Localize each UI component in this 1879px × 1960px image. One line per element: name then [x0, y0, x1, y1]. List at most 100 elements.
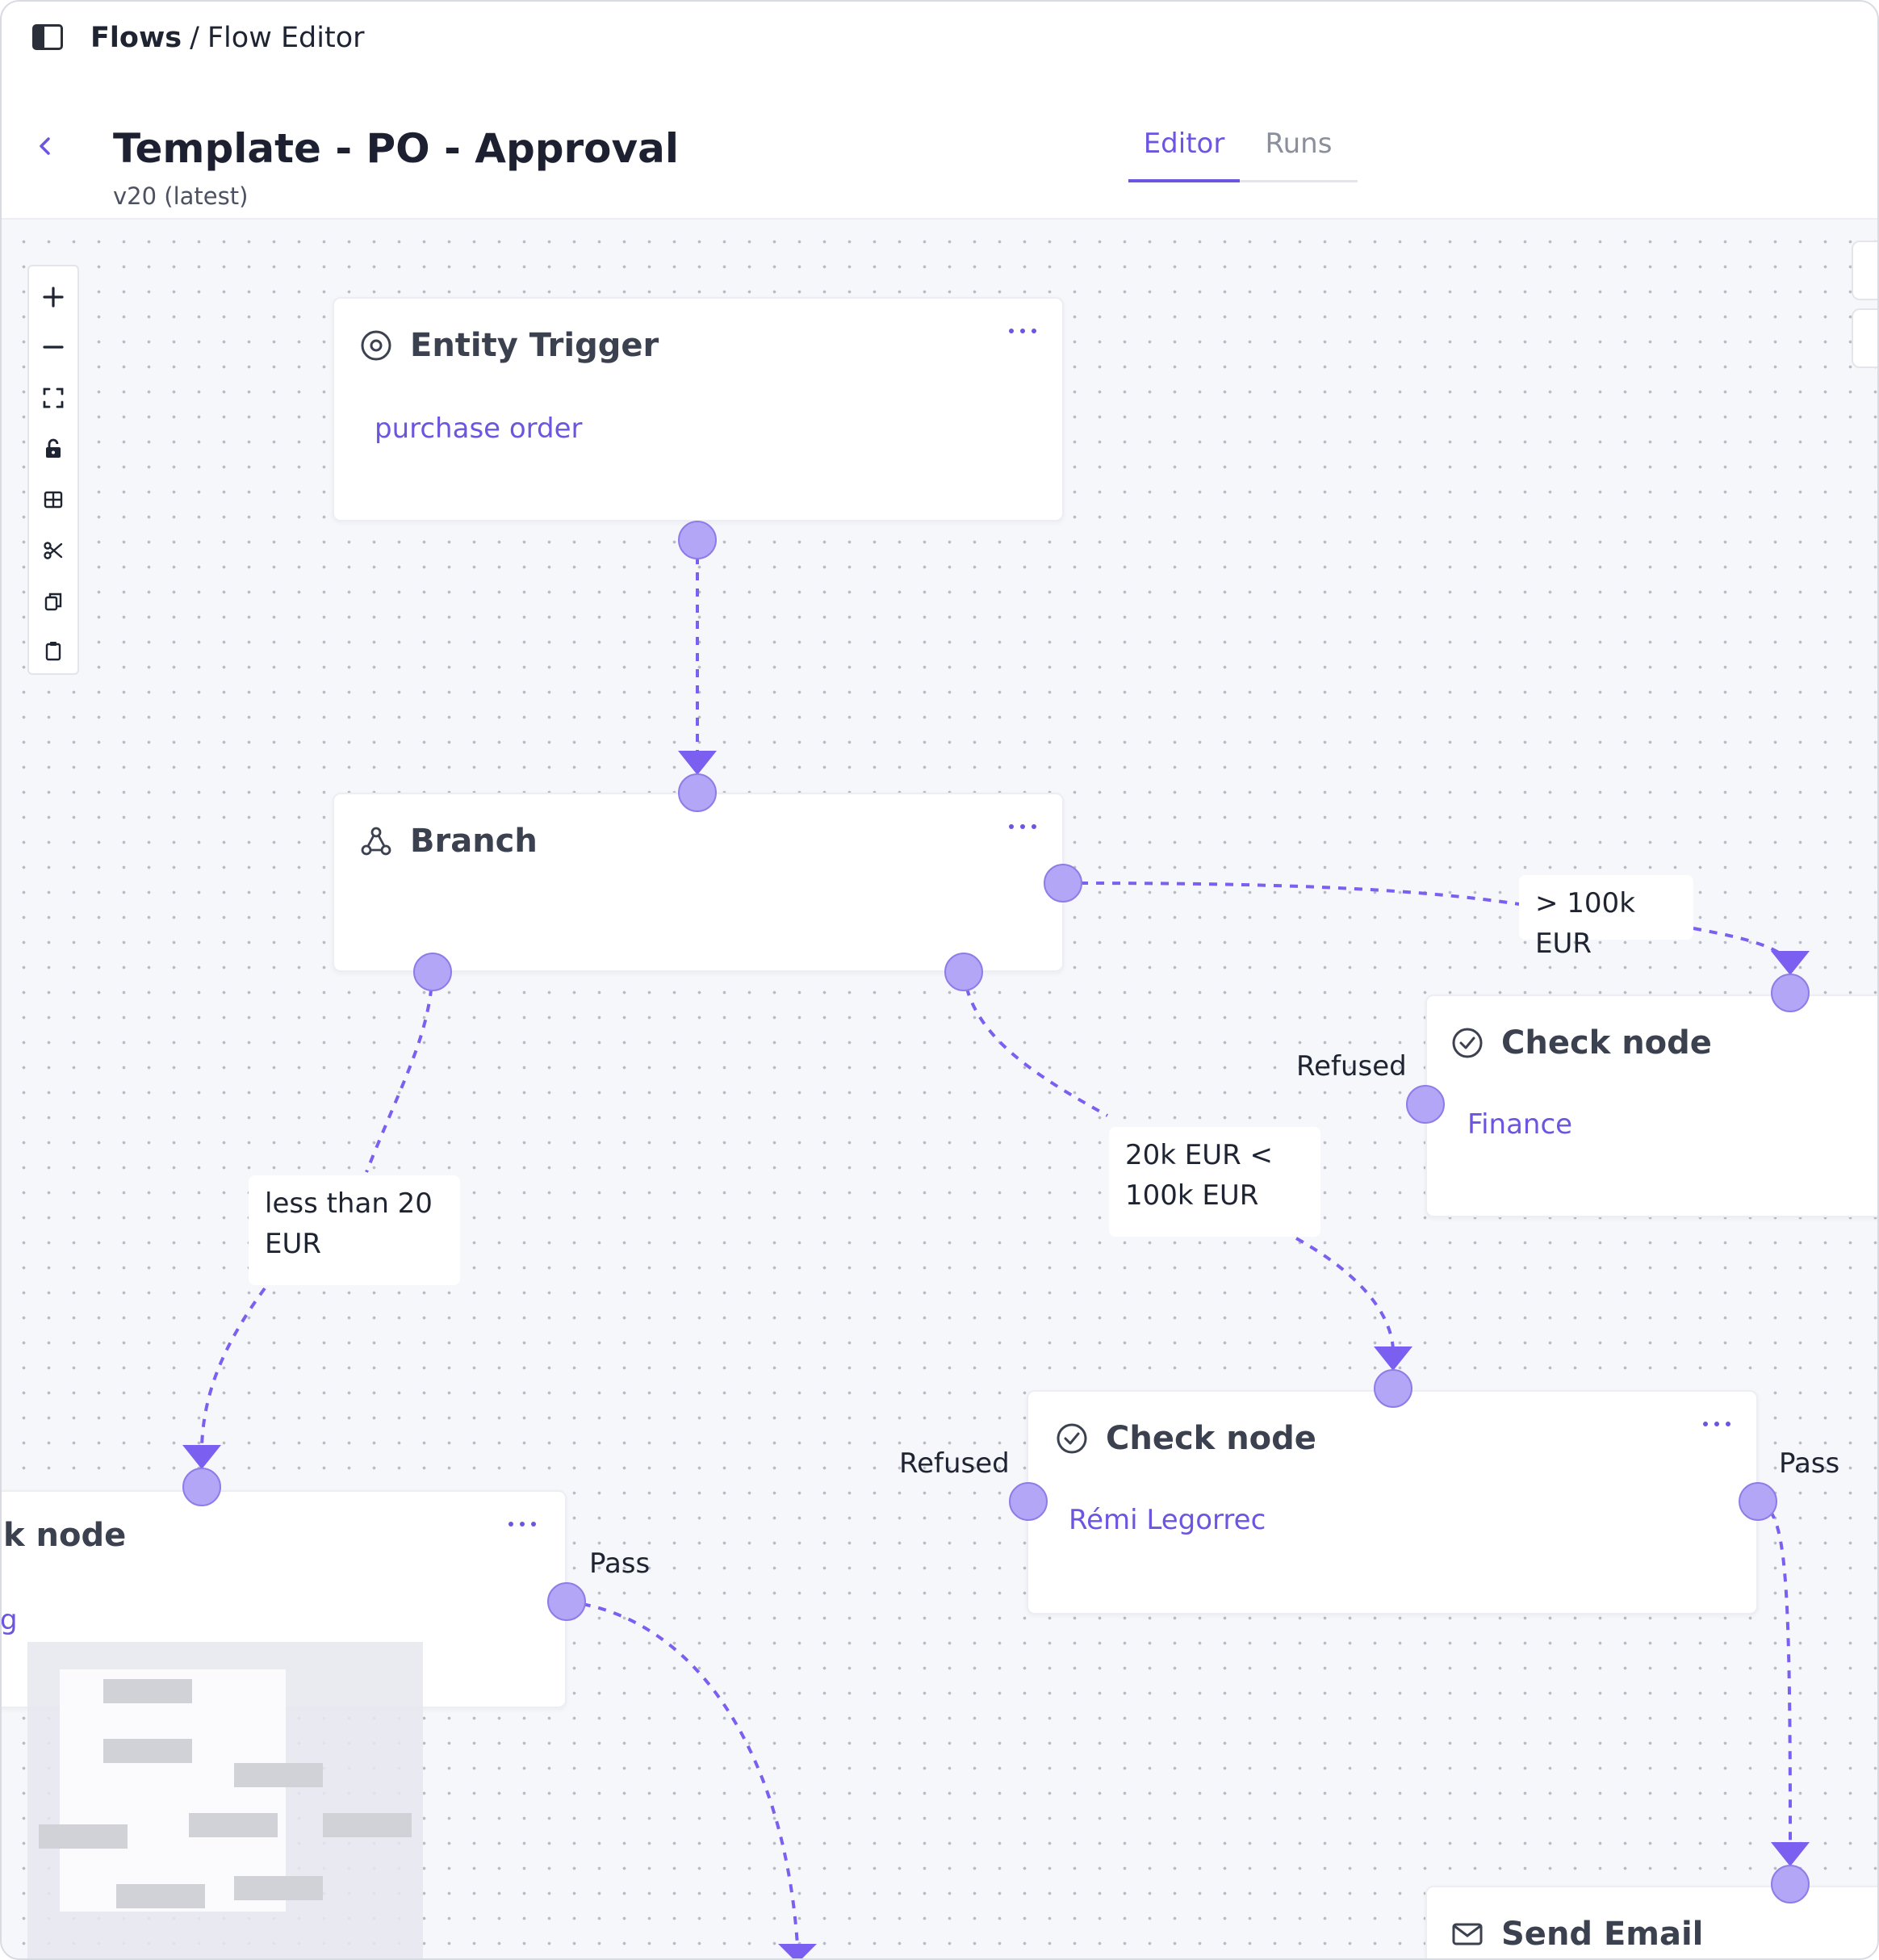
sidebar-toggle-icon[interactable] — [32, 24, 63, 50]
node-title: k node — [3, 1517, 127, 1554]
handle-finance-refused[interactable] — [1406, 1085, 1445, 1124]
tab-runs[interactable]: Runs — [1240, 118, 1358, 182]
clipboard-icon — [45, 642, 61, 661]
copy-button[interactable] — [29, 577, 77, 626]
canvas-toolbar — [27, 265, 79, 675]
handle-branch-out-middle[interactable] — [944, 953, 983, 991]
branch-icon — [361, 827, 391, 856]
port-label-refused: Refused — [899, 1447, 1010, 1480]
edge-less-than-to-partial[interactable] — [200, 1287, 266, 1447]
handle-remi-pass[interactable] — [1739, 1482, 1777, 1521]
minimap-node — [234, 1876, 323, 1900]
port-label-pass: Pass — [1779, 1447, 1840, 1480]
node-check-remi[interactable]: Check node Rémi Legorrec — [1027, 1390, 1758, 1614]
target-icon — [361, 330, 391, 361]
port-label-pass: Pass — [589, 1547, 651, 1580]
edge-label-less-than[interactable]: less than 20 EUR — [249, 1175, 460, 1285]
grid-icon — [44, 491, 63, 509]
handle-branch-in[interactable] — [678, 773, 717, 812]
handle-finance-in[interactable] — [1771, 974, 1810, 1012]
mail-icon — [1452, 1923, 1483, 1945]
flow-canvas[interactable]: Entity Trigger purchase order Branch Che… — [2, 220, 1877, 1958]
minimap-node — [103, 1739, 192, 1763]
minimap-node — [323, 1813, 412, 1837]
lock-icon — [46, 438, 61, 458]
edge-arrow-finance — [1771, 951, 1810, 975]
tab-editor[interactable]: Editor — [1128, 118, 1240, 182]
breadcrumb: Flows/Flow Editor — [90, 21, 365, 55]
handle-partial-in[interactable] — [182, 1468, 221, 1506]
handle-branch-out-left[interactable] — [413, 953, 452, 991]
zoom-out-button[interactable] — [29, 323, 77, 371]
paste-button[interactable] — [29, 626, 77, 675]
back-chevron-icon[interactable] — [32, 132, 60, 160]
edge-arrow-branch — [678, 751, 717, 775]
handle-remi-in[interactable] — [1374, 1369, 1412, 1408]
zoom-in-icon — [43, 287, 64, 308]
node-entity-trigger[interactable]: Entity Trigger purchase order — [333, 297, 1064, 521]
edge-label-over-100k[interactable]: > 100k EUR — [1519, 875, 1693, 960]
minimap-node — [234, 1763, 323, 1787]
check-assignee-value[interactable]: g — [2, 1604, 18, 1636]
grid-button[interactable] — [29, 475, 77, 524]
minimap-node — [103, 1679, 192, 1703]
check-assignee-value[interactable]: Rémi Legorrec — [1069, 1504, 1266, 1536]
handle-branch-out-right[interactable] — [1044, 864, 1082, 903]
node-menu-icon[interactable] — [1701, 1414, 1737, 1434]
handle-remi-refused[interactable] — [1009, 1482, 1048, 1521]
check-circle-icon — [1452, 1028, 1483, 1058]
node-title: Send Email — [1501, 1916, 1704, 1953]
minimap-viewport — [60, 1669, 286, 1912]
zoom-in-button[interactable] — [29, 273, 77, 321]
node-menu-icon[interactable] — [1007, 321, 1043, 341]
edge-over-100k-to-finance[interactable] — [1693, 927, 1792, 964]
edge-partial-pass-to-next[interactable] — [566, 1600, 799, 1946]
minimap-node — [189, 1813, 278, 1837]
node-menu-icon[interactable] — [1007, 817, 1043, 836]
check-circle-icon — [1057, 1423, 1087, 1454]
node-check-finance[interactable]: Check node Finance — [1425, 995, 1877, 1217]
node-send-email[interactable]: Send Email — [1425, 1886, 1877, 1958]
trigger-entity-value[interactable]: purchase order — [375, 413, 583, 445]
version-label: v20 (latest) — [113, 182, 249, 210]
node-menu-icon[interactable] — [507, 1514, 542, 1534]
edge-remi-pass-to-send-email[interactable] — [1757, 1500, 1792, 1843]
top-bar: Flows/Flow Editor — [2, 2, 1877, 84]
edge-arrow-remi — [1374, 1346, 1412, 1371]
minimap-node — [39, 1824, 128, 1849]
node-title: Entity Trigger — [410, 327, 659, 364]
cut-button[interactable] — [29, 526, 77, 575]
collapse-panel-handle[interactable] — [1852, 308, 1877, 368]
minimap[interactable] — [27, 1642, 423, 1958]
edges-layer — [182, 540, 1810, 1958]
node-title: Check node — [1501, 1024, 1712, 1062]
page-header: Template - PO - Approval v20 (latest) Ed… — [2, 82, 1877, 220]
breadcrumb-flows-link[interactable]: Flows — [90, 22, 182, 54]
edge-branch-to-over-100k[interactable] — [1079, 882, 1520, 906]
page-title: Template - PO - Approval — [113, 125, 680, 172]
edge-arrow-offscreen — [778, 1944, 817, 1958]
close-panel-handle[interactable] — [1852, 241, 1877, 300]
edge-label-between[interactable]: 20k EUR < 100k EUR — [1109, 1127, 1320, 1237]
handle-send-email-in[interactable] — [1771, 1865, 1810, 1903]
edge-arrow-partial — [182, 1445, 221, 1469]
edge-branch-to-between[interactable] — [962, 971, 1108, 1117]
handle-trigger-out[interactable] — [678, 521, 717, 559]
copy-icon — [44, 593, 62, 611]
node-branch[interactable]: Branch — [333, 793, 1064, 972]
node-title: Check node — [1106, 1420, 1316, 1457]
check-assignee-value[interactable]: Finance — [1467, 1108, 1573, 1141]
port-label-refused: Refused — [1296, 1050, 1407, 1083]
lock-button[interactable] — [29, 425, 77, 473]
edge-branch-to-less-than[interactable] — [365, 971, 434, 1173]
fit-view-button[interactable] — [29, 374, 77, 422]
handle-partial-pass[interactable] — [547, 1582, 586, 1621]
scissors-icon — [44, 542, 63, 559]
breadcrumb-current: Flow Editor — [207, 22, 365, 54]
edge-between-to-remi[interactable] — [1295, 1237, 1395, 1351]
fit-view-icon — [43, 387, 64, 408]
breadcrumb-separator: / — [190, 22, 199, 54]
minimap-node — [116, 1884, 205, 1908]
edge-arrow-send-email — [1771, 1842, 1810, 1866]
